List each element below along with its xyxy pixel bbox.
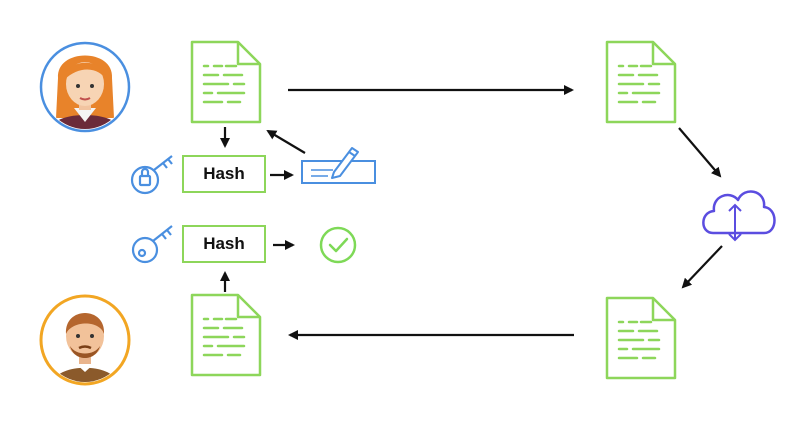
sender-avatar [39, 41, 131, 133]
receiver-avatar [39, 294, 131, 386]
arrow-signature-to-doc [266, 129, 306, 154]
original-document-icon [190, 40, 262, 124]
hash-box-top: Hash [182, 155, 266, 193]
received-document-icon [605, 296, 677, 380]
key-icon [131, 225, 173, 264]
check-circle-icon [319, 226, 357, 264]
receiver-document-icon [190, 293, 262, 377]
key-with-lock-icon [130, 155, 173, 195]
arrow-upload [678, 127, 722, 178]
sent-document-icon [605, 40, 677, 124]
cloud-transfer-icon [702, 190, 776, 242]
signature-pen-icon [301, 147, 376, 184]
arrow-download [681, 245, 723, 289]
hash-box-bottom: Hash [182, 225, 266, 263]
